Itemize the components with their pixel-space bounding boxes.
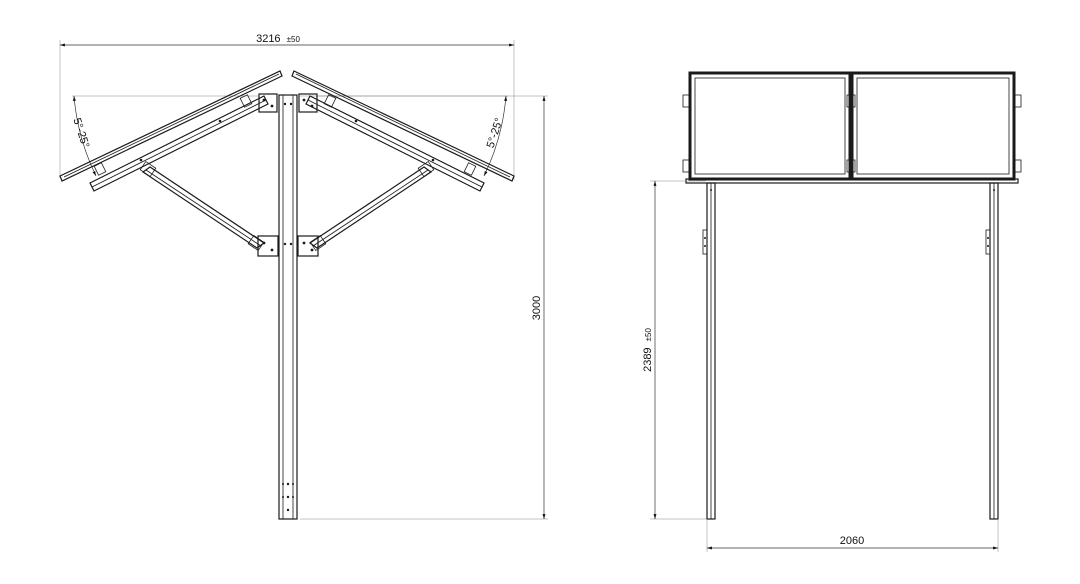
solar-panel-front-left xyxy=(688,71,852,181)
height-2389-label: 2389 ±50 xyxy=(642,328,654,372)
tilt-angle-right: 5°-25° xyxy=(316,95,508,177)
width-2060-label: 2060 xyxy=(840,535,864,547)
mid-bracket-right xyxy=(297,235,319,257)
svg-text:5°-25°: 5°-25° xyxy=(485,117,506,150)
strut-left xyxy=(139,160,266,252)
side-view: 3216 ±50 3000 5°-25° 5°-25° xyxy=(59,33,548,520)
leg-front-left xyxy=(702,182,716,520)
width-dimension-2060: 2060 xyxy=(706,519,999,552)
width-dimension-3216: 3216 ±50 xyxy=(59,33,515,180)
strut-right xyxy=(308,160,435,252)
purlin-right xyxy=(305,94,485,192)
svg-text:5°-25°: 5°-25° xyxy=(70,117,91,150)
height-dimension-label: 3000 xyxy=(531,296,543,320)
solar-panel-right xyxy=(291,70,515,182)
solar-panel-left xyxy=(59,70,283,182)
width-dimension-label: 3216 ±50 xyxy=(256,33,300,45)
height-dimension-3000: 3000 xyxy=(300,95,548,520)
front-view: 2389 ±50 2060 xyxy=(642,71,1022,552)
leg-front-right xyxy=(985,182,999,520)
solar-panel-front-right xyxy=(850,71,1016,181)
center-post xyxy=(278,94,298,520)
height-dimension-2389: 2389 ±50 xyxy=(642,180,706,520)
panel-clamps xyxy=(682,94,1022,173)
purlin-left xyxy=(89,94,269,192)
